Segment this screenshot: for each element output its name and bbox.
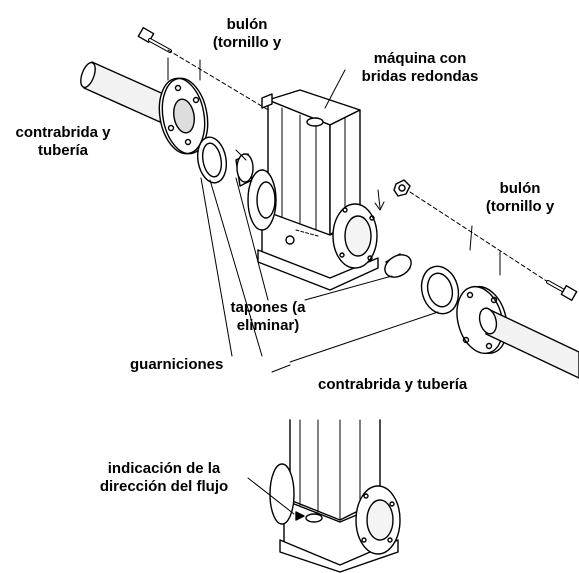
nut-right bbox=[393, 179, 411, 197]
label-machine-line2: bridas redondas bbox=[361, 68, 479, 85]
assembly-axis-top bbox=[167, 49, 286, 121]
label-gaskets: guarniciones bbox=[130, 356, 224, 373]
label-machine-line1: máquina con bbox=[373, 50, 467, 67]
right-pipe bbox=[478, 307, 579, 379]
left-pipe bbox=[80, 61, 169, 123]
left-gasket bbox=[196, 136, 228, 184]
label-bolt-right-line2: (tornillo y bbox=[485, 198, 555, 215]
label-counterflange-left-line2: tubería bbox=[37, 142, 88, 159]
label-counterflange-left: contrabrida y tubería bbox=[0, 124, 126, 160]
label-bolt-top: bulón (tornillo y bbox=[192, 16, 302, 52]
label-flow-indication-line2: dirección del flujo bbox=[99, 478, 229, 495]
right-gasket bbox=[420, 265, 460, 315]
label-bolt-right-line1: bulón bbox=[499, 180, 541, 197]
leader-lines bbox=[200, 69, 439, 373]
alignment-bracket bbox=[167, 57, 201, 81]
right-plug bbox=[384, 253, 412, 278]
bolt-top bbox=[137, 26, 172, 53]
flow-direction-arrow-icon bbox=[295, 511, 305, 521]
left-plug bbox=[235, 153, 254, 187]
label-counterflange-left-line1: contrabrida y bbox=[15, 124, 111, 141]
pump-closeup bbox=[269, 419, 401, 573]
pump-machine bbox=[247, 89, 379, 291]
label-bolt-top-line1: bulón bbox=[226, 16, 268, 33]
label-plugs-line2: eliminar) bbox=[236, 317, 300, 334]
bolt-right bbox=[546, 280, 578, 302]
label-plugs: tapones (a eliminar) bbox=[220, 299, 316, 335]
label-flow-indication-line1: indicación de la bbox=[107, 460, 221, 477]
label-bolt-right: bulón (tornillo y bbox=[464, 180, 576, 216]
flow-arrow-right bbox=[377, 189, 381, 209]
left-counterflange bbox=[158, 77, 209, 155]
label-bolt-top-line2: (tornillo y bbox=[212, 34, 282, 51]
label-machine: máquina con bridas redondas bbox=[340, 50, 500, 86]
leader-line-flow bbox=[247, 477, 295, 515]
label-flow-indication: indicación de la dirección del flujo bbox=[76, 460, 252, 496]
label-counterflange-right: contrabrida y tubería bbox=[318, 376, 468, 393]
label-plugs-line1: tapones (a bbox=[230, 299, 306, 316]
assembly-axis-right bbox=[409, 191, 549, 283]
alignment-bracket-right bbox=[469, 225, 501, 276]
